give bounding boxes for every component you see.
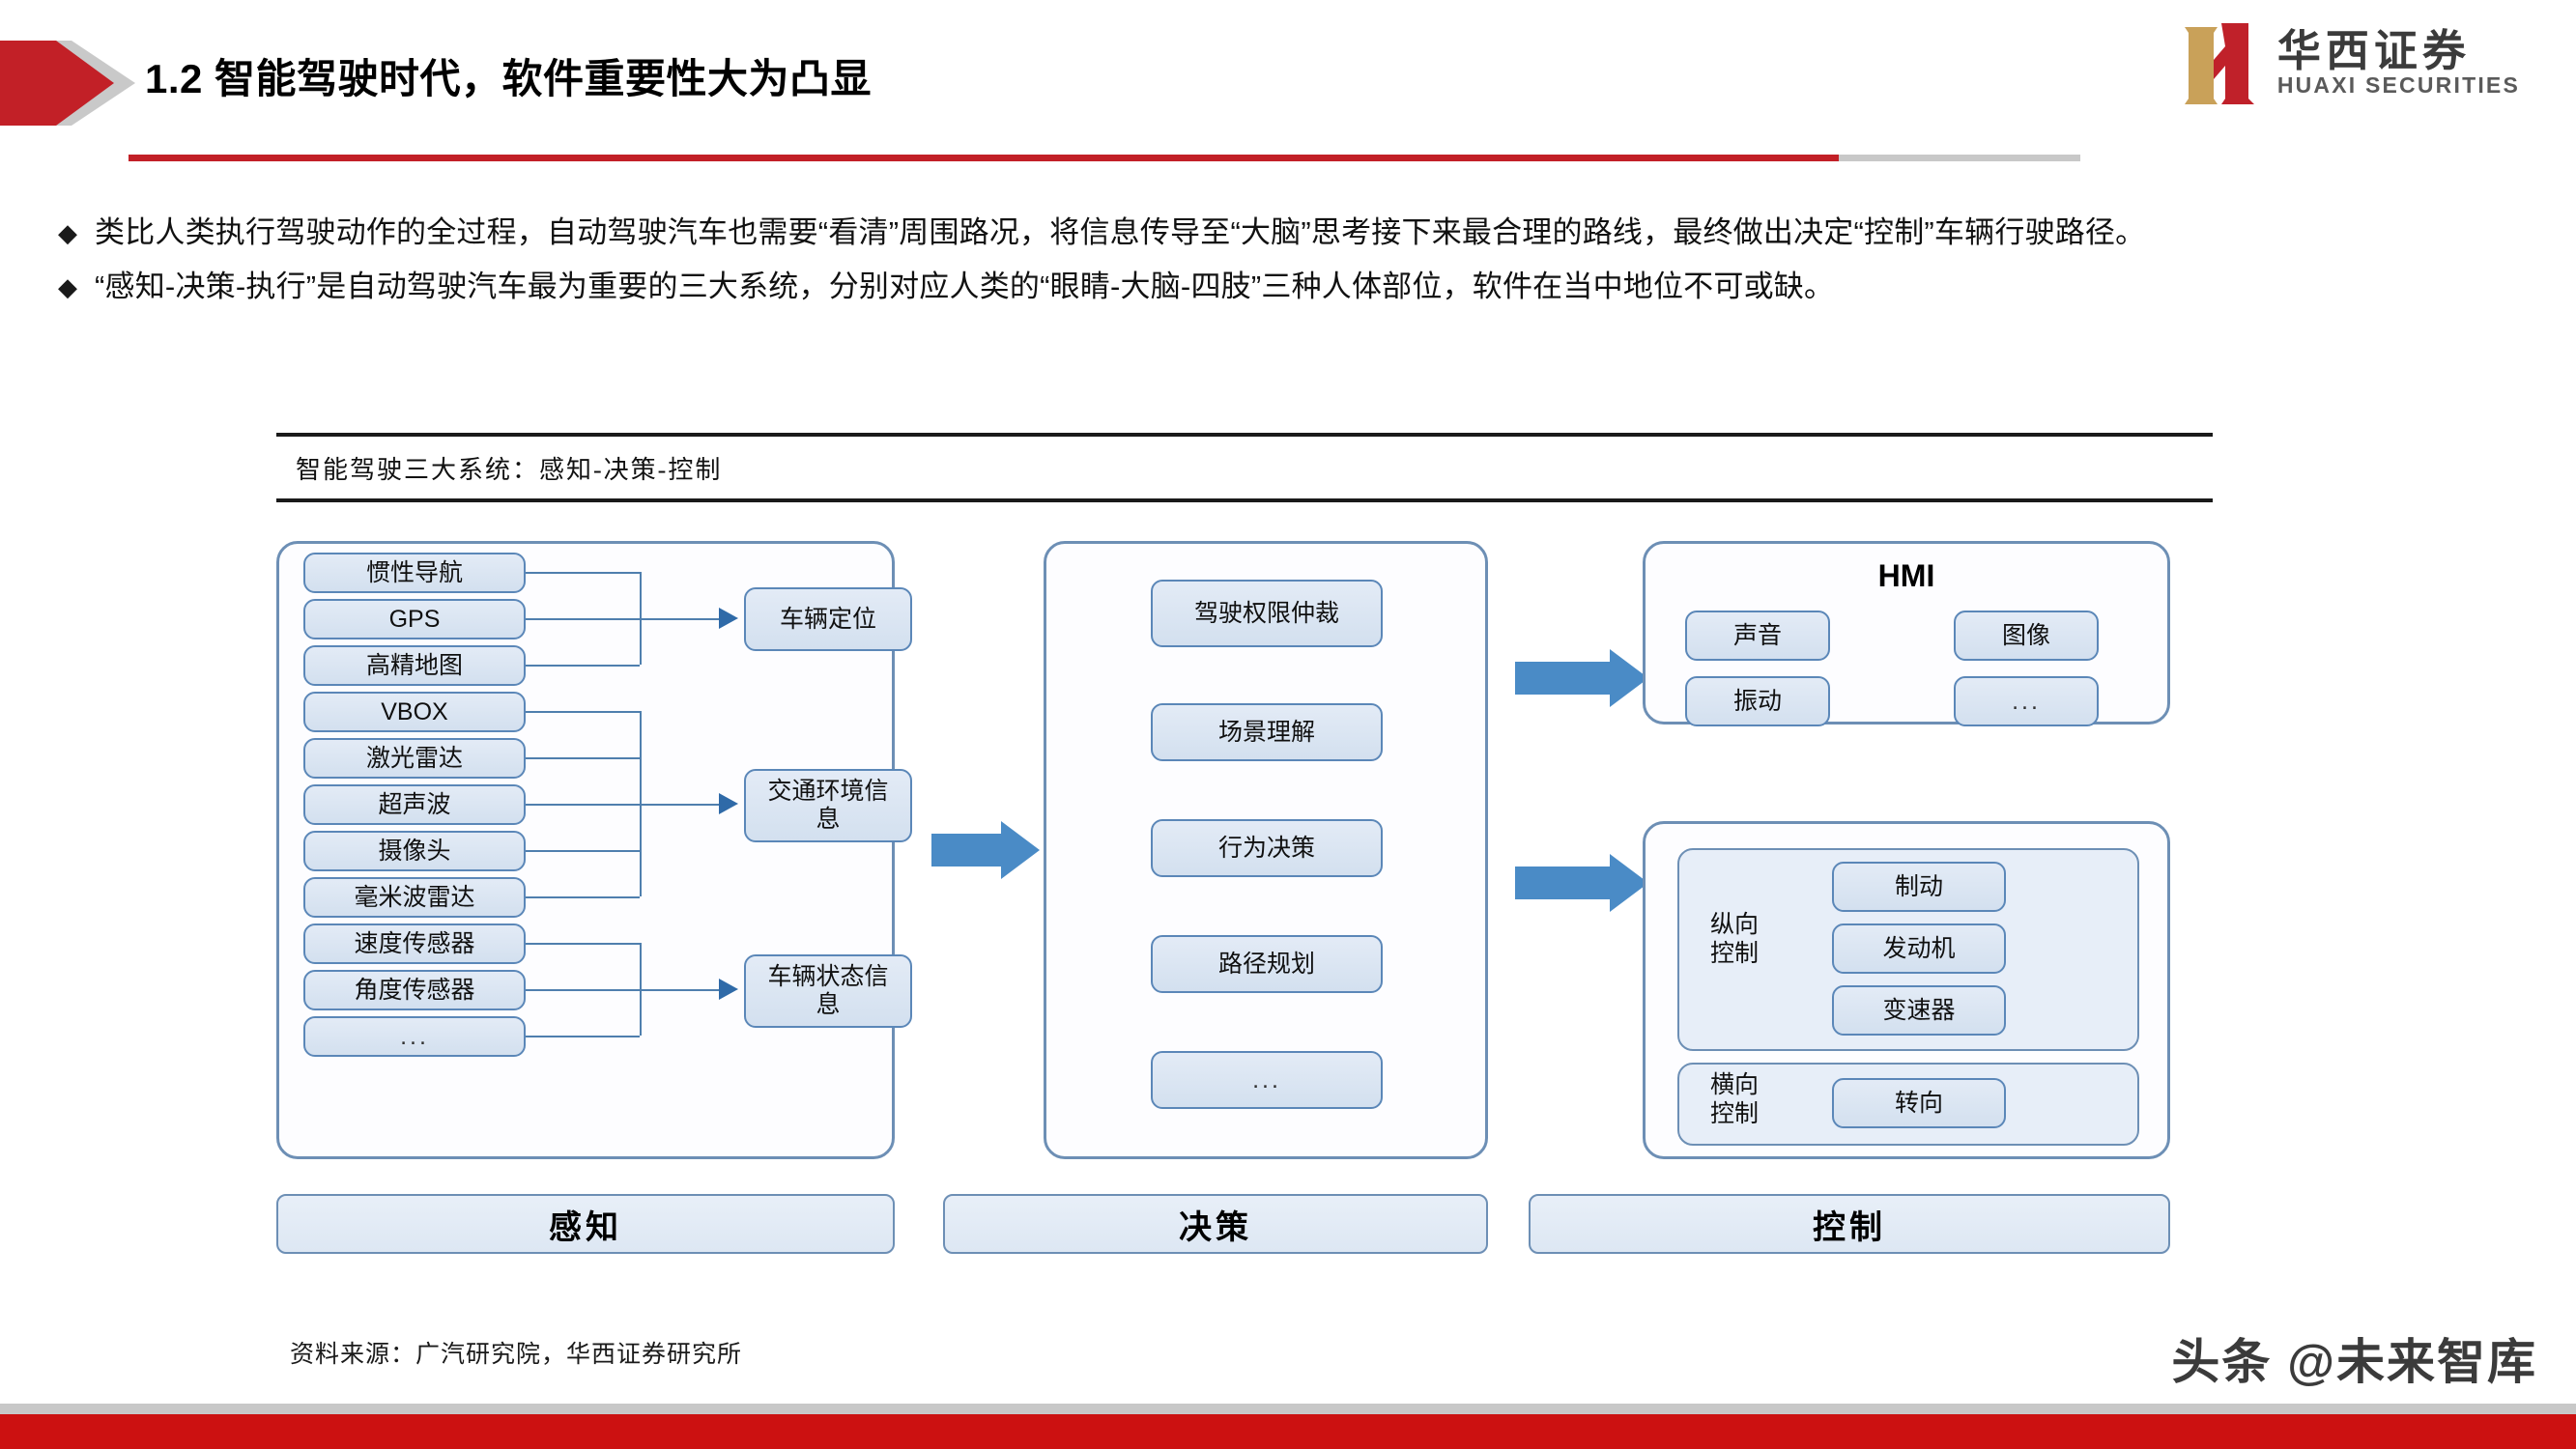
sensor-node-more[interactable]: ... — [303, 1016, 526, 1057]
perception-output-node[interactable]: 车辆状态信息 — [744, 954, 912, 1028]
header-chevron-red — [0, 41, 114, 126]
hmi-title: HMI — [1877, 558, 1935, 593]
flow-arrow-decision-to-control — [1515, 867, 1610, 899]
brand-name-cn: 华西证券 — [2276, 26, 2471, 75]
sensor-node[interactable]: 摄像头 — [303, 831, 526, 871]
longitudinal-node[interactable]: 发动机 — [1832, 923, 2006, 974]
sensor-node[interactable]: 速度传感器 — [303, 923, 526, 964]
sensor-node[interactable]: VBOX — [303, 692, 526, 732]
brand-name-en: HUAXI SECURITIES — [2276, 72, 2520, 98]
footer-red-bar — [0, 1414, 2576, 1449]
title-underline-grey — [1839, 155, 2080, 161]
sensor-node[interactable]: 激光雷达 — [303, 738, 526, 779]
bullet-text: “感知-决策-执行”是自动驾驶汽车最为重要的三大系统，分别对应人类的“眼睛-大脑… — [95, 270, 1835, 303]
connector-line — [526, 711, 640, 713]
lateral-label-line2: 控制 — [1710, 1100, 1760, 1127]
connector-line — [526, 665, 640, 667]
stage-bar-perception: 感知 — [276, 1194, 895, 1254]
sensor-node[interactable]: 高精地图 — [303, 645, 526, 686]
longitudinal-label-line2: 控制 — [1710, 940, 1760, 967]
connector-arrow-icon — [719, 979, 738, 1000]
decision-node[interactable]: 行为决策 — [1151, 819, 1383, 877]
bullet-item: ◆ “感知-决策-执行”是自动驾驶汽车最为重要的三大系统，分别对应人类的“眼睛-… — [58, 263, 2445, 311]
flow-arrow-decision-to-hmi — [1515, 662, 1610, 695]
watermark: 头条 @未来智库 — [2171, 1335, 2537, 1389]
sensor-node[interactable]: 惯性导航 — [303, 553, 526, 593]
longitudinal-node[interactable]: 制动 — [1832, 862, 2006, 912]
lateral-node[interactable]: 转向 — [1832, 1078, 2006, 1128]
longitudinal-node[interactable]: 变速器 — [1832, 985, 2006, 1036]
decision-node[interactable]: 驾驶权限仲裁 — [1151, 580, 1383, 647]
flow-arrow-perception-to-decision — [931, 834, 1001, 867]
longitudinal-label-line1: 纵向 — [1710, 911, 1760, 938]
decision-node[interactable]: 场景理解 — [1151, 703, 1383, 761]
decision-node-more[interactable]: ... — [1151, 1051, 1383, 1109]
sensor-node[interactable]: GPS — [303, 599, 526, 639]
sensor-node[interactable]: 角度传感器 — [303, 970, 526, 1010]
connector-line — [526, 943, 640, 945]
hmi-node[interactable]: 声音 — [1685, 611, 1830, 661]
brand-logo: 华西证券 HUAXI SECURITIES — [2179, 21, 2520, 104]
figure-header: 智能驾驶三大系统：感知-决策-控制 — [276, 433, 2213, 502]
stage-bar-control: 控制 — [1529, 1194, 2170, 1254]
connector-line — [526, 896, 640, 898]
bullet-text: 类比人类执行驾驶动作的全过程，自动驾驶汽车也需要“看清”周围路况，将信息传导至“… — [95, 215, 2146, 249]
connector-line — [526, 989, 640, 991]
figure-title: 智能驾驶三大系统：感知-决策-控制 — [296, 456, 723, 484]
lateral-label-line1: 横向 — [1710, 1071, 1760, 1098]
lateral-control-label: 横向 控制 — [1710, 1070, 1759, 1128]
sensor-node[interactable]: 超声波 — [303, 784, 526, 825]
flow-arrow-head-icon — [1610, 649, 1648, 707]
connector-line — [640, 989, 721, 991]
connector-arrow-icon — [719, 608, 738, 629]
bullet-item: ◆ 类比人类执行驾驶动作的全过程，自动驾驶汽车也需要“看清”周围路况，将信息传导… — [58, 209, 2445, 257]
connector-line — [526, 757, 640, 759]
flow-arrow-head-icon — [1610, 854, 1648, 912]
connector-line — [526, 850, 640, 852]
stage-bar-decision: 决策 — [943, 1194, 1488, 1254]
footer-grey-bar — [0, 1404, 2576, 1414]
hmi-node[interactable]: 图像 — [1954, 611, 2099, 661]
figure-source: 资料来源：广汽研究院，华西证券研究所 — [290, 1342, 743, 1368]
connector-line — [640, 804, 721, 806]
decision-node[interactable]: 路径规划 — [1151, 935, 1383, 993]
bullet-diamond-icon: ◆ — [58, 218, 77, 247]
perception-output-node[interactable]: 交通环境信息 — [744, 769, 912, 842]
page-title: 1.2 智能驾驶时代，软件重要性大为凸显 — [145, 56, 873, 101]
perception-output-node[interactable]: 车辆定位 — [744, 587, 912, 651]
bullet-list: ◆ 类比人类执行驾驶动作的全过程，自动驾驶汽车也需要“看清”周围路况，将信息传导… — [58, 209, 2445, 317]
flow-arrow-head-icon — [1001, 821, 1040, 879]
huaxi-h-logo-icon — [2179, 21, 2260, 104]
longitudinal-control-label: 纵向 控制 — [1710, 910, 1759, 968]
connector-line — [526, 618, 640, 620]
title-underline-red — [129, 155, 1839, 161]
connector-line — [526, 1036, 640, 1037]
hmi-node-more[interactable]: ... — [1954, 676, 2099, 726]
connector-line — [526, 572, 640, 574]
connector-arrow-icon — [719, 793, 738, 814]
hmi-node[interactable]: 振动 — [1685, 676, 1830, 726]
connector-line — [640, 618, 721, 620]
bullet-diamond-icon: ◆ — [58, 272, 77, 301]
brand-logo-text: 华西证券 HUAXI SECURITIES — [2277, 29, 2520, 97]
system-diagram: 惯性导航 GPS 高精地图 VBOX 激光雷达 超声波 摄像头 毫米波雷达 速度… — [276, 541, 2218, 1304]
connector-line — [526, 804, 640, 806]
sensor-node[interactable]: 毫米波雷达 — [303, 877, 526, 918]
